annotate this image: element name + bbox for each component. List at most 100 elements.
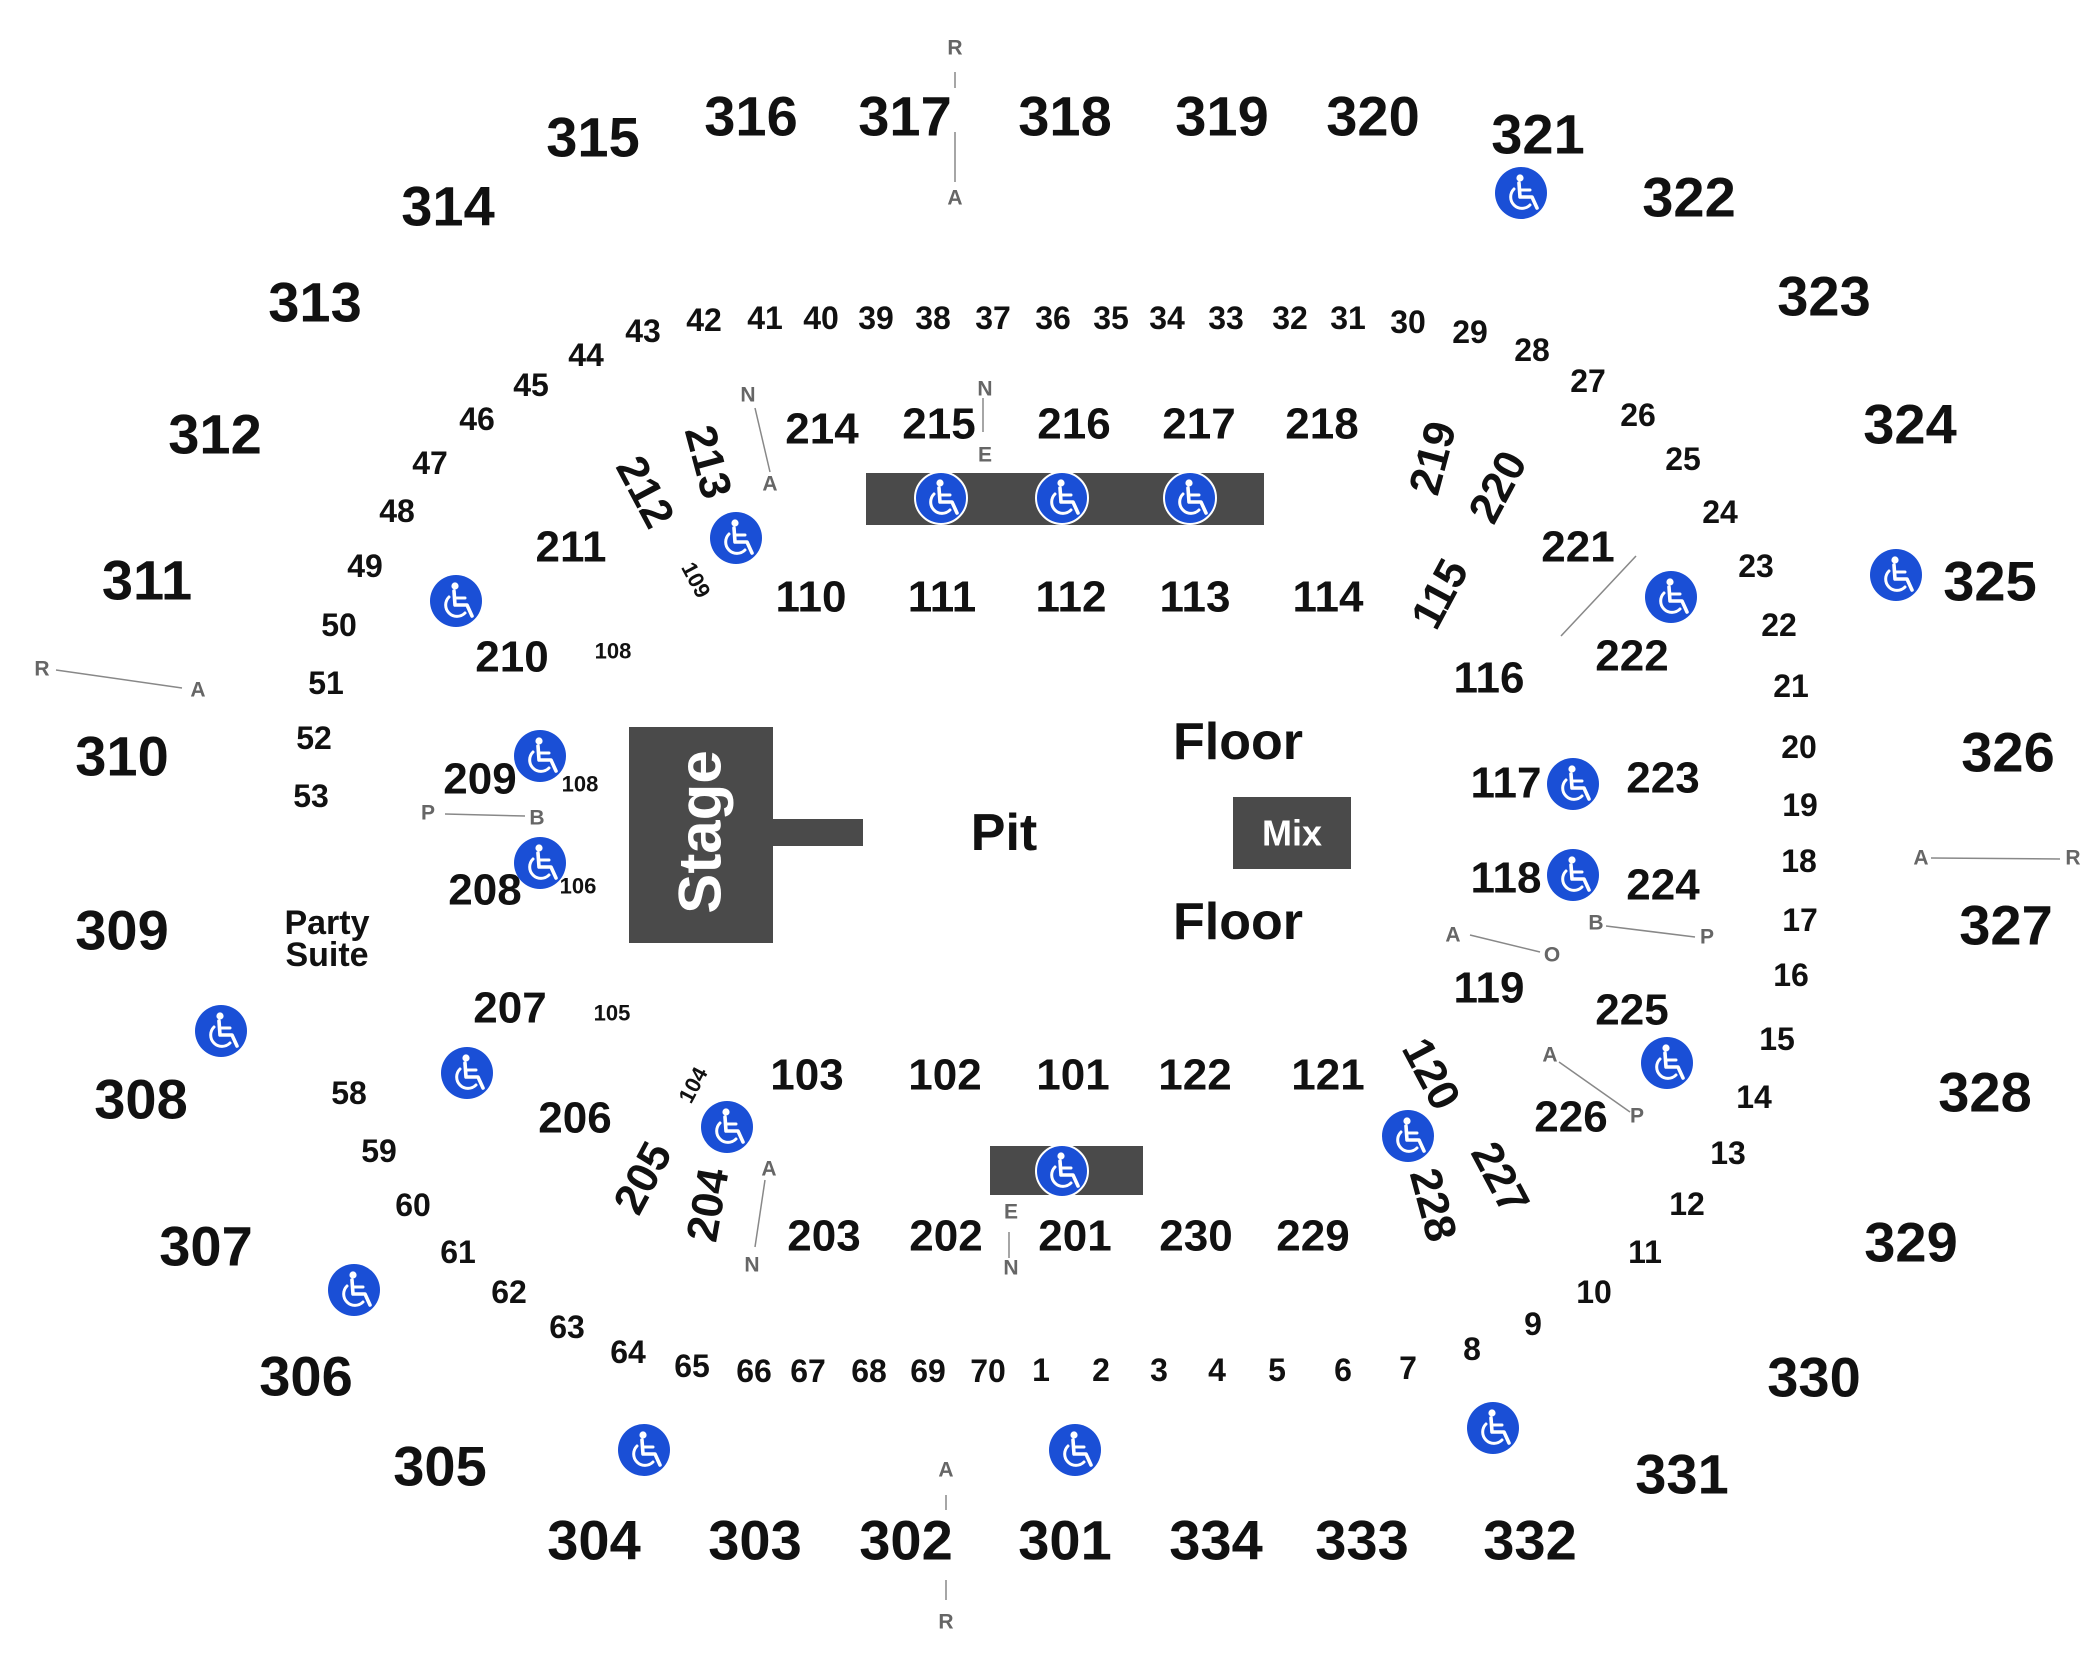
suite-5[interactable]: 5 <box>1268 1352 1286 1388</box>
section-110[interactable]: 110 <box>776 573 847 622</box>
section-104[interactable]: 104 <box>673 1062 713 1107</box>
section-303[interactable]: 303 <box>708 1509 801 1572</box>
suite-15[interactable]: 15 <box>1759 1021 1795 1057</box>
suite-47[interactable]: 47 <box>412 445 448 481</box>
section-313[interactable]: 313 <box>268 271 361 334</box>
suite-49[interactable]: 49 <box>347 548 383 584</box>
suite-19[interactable]: 19 <box>1782 787 1818 823</box>
wheelchair-icon[interactable] <box>1639 1035 1695 1091</box>
section-219[interactable]: 219 <box>1400 416 1466 500</box>
section-319[interactable]: 319 <box>1175 85 1268 148</box>
section-225[interactable]: 225 <box>1595 986 1668 1035</box>
section-209[interactable]: 209 <box>443 755 516 804</box>
section-216[interactable]: 216 <box>1037 400 1110 449</box>
section-308[interactable]: 308 <box>94 1068 187 1131</box>
suite-52[interactable]: 52 <box>296 720 332 756</box>
section-105[interactable]: 105 <box>594 1001 631 1026</box>
section-108-upper[interactable]: 108 <box>595 639 632 664</box>
suite-38[interactable]: 38 <box>915 300 951 336</box>
section-218[interactable]: 218 <box>1285 400 1358 449</box>
section-229[interactable]: 229 <box>1276 1212 1349 1261</box>
section-115[interactable]: 115 <box>1402 551 1479 637</box>
section-208[interactable]: 208 <box>448 866 521 915</box>
suite-4[interactable]: 4 <box>1208 1352 1226 1388</box>
suite-59[interactable]: 59 <box>361 1133 397 1169</box>
section-112[interactable]: 112 <box>1036 573 1107 622</box>
section-223[interactable]: 223 <box>1626 754 1699 803</box>
wheelchair-icon[interactable] <box>428 573 484 629</box>
section-118[interactable]: 118 <box>1471 854 1542 903</box>
section-228[interactable]: 228 <box>1400 1163 1466 1247</box>
section-316[interactable]: 316 <box>704 85 797 148</box>
section-217[interactable]: 217 <box>1162 400 1235 449</box>
suite-48[interactable]: 48 <box>379 493 415 529</box>
wheelchair-icon[interactable] <box>1162 470 1218 526</box>
suite-29[interactable]: 29 <box>1452 314 1488 350</box>
mix-position[interactable] <box>1233 797 1351 869</box>
suite-34[interactable]: 34 <box>1149 300 1185 336</box>
suite-45[interactable]: 45 <box>513 367 549 403</box>
suite-17[interactable]: 17 <box>1782 902 1818 938</box>
section-224[interactable]: 224 <box>1626 861 1700 910</box>
section-220[interactable]: 220 <box>1459 443 1537 531</box>
suite-3[interactable]: 3 <box>1150 1352 1168 1388</box>
suite-66[interactable]: 66 <box>736 1353 772 1389</box>
suite-51[interactable]: 51 <box>308 665 344 701</box>
suite-7[interactable]: 7 <box>1399 1350 1417 1386</box>
section-121[interactable]: 121 <box>1291 1051 1364 1100</box>
section-306[interactable]: 306 <box>259 1345 352 1408</box>
floor-label[interactable]: Floor <box>1173 893 1303 951</box>
suite-9[interactable]: 9 <box>1524 1306 1542 1342</box>
wheelchair-icon[interactable] <box>1034 1143 1090 1199</box>
suite-22[interactable]: 22 <box>1761 607 1797 643</box>
section-210[interactable]: 210 <box>475 633 548 682</box>
suite-70[interactable]: 70 <box>970 1353 1006 1389</box>
wheelchair-icon[interactable] <box>1545 756 1601 812</box>
section-212[interactable]: 212 <box>606 448 684 536</box>
suite-60[interactable]: 60 <box>395 1187 431 1223</box>
suite-41[interactable]: 41 <box>747 300 783 336</box>
section-103[interactable]: 103 <box>770 1051 843 1100</box>
wheelchair-icon[interactable] <box>1868 547 1924 603</box>
section-116[interactable]: 116 <box>1454 654 1525 703</box>
suite-64[interactable]: 64 <box>610 1334 646 1370</box>
wheelchair-icon[interactable] <box>699 1099 755 1155</box>
wheelchair-icon[interactable] <box>1380 1108 1436 1164</box>
suite-33[interactable]: 33 <box>1208 300 1244 336</box>
suite-26[interactable]: 26 <box>1620 397 1656 433</box>
section-309[interactable]: 309 <box>75 899 168 962</box>
section-328[interactable]: 328 <box>1938 1061 2031 1124</box>
suite-10[interactable]: 10 <box>1576 1274 1612 1310</box>
section-331[interactable]: 331 <box>1635 1443 1728 1506</box>
suite-62[interactable]: 62 <box>491 1274 527 1310</box>
section-323[interactable]: 323 <box>1777 265 1870 328</box>
section-318[interactable]: 318 <box>1018 85 1111 148</box>
section-324[interactable]: 324 <box>1863 393 1956 456</box>
section-322[interactable]: 322 <box>1642 166 1735 229</box>
section-305[interactable]: 305 <box>393 1435 486 1498</box>
wheelchair-icon[interactable] <box>913 470 969 526</box>
section-201[interactable]: 201 <box>1038 1212 1111 1261</box>
suite-25[interactable]: 25 <box>1665 441 1701 477</box>
wheelchair-icon[interactable] <box>439 1045 495 1101</box>
suite-42[interactable]: 42 <box>686 302 722 338</box>
section-311[interactable]: 311 <box>102 549 192 612</box>
section-211[interactable]: 211 <box>536 523 607 572</box>
wheelchair-icon[interactable] <box>326 1262 382 1318</box>
suite-39[interactable]: 39 <box>858 300 894 336</box>
suite-61[interactable]: 61 <box>440 1234 476 1270</box>
section-307[interactable]: 307 <box>159 1215 252 1278</box>
suite-44[interactable]: 44 <box>568 337 604 373</box>
suite-35[interactable]: 35 <box>1093 300 1129 336</box>
section-325[interactable]: 325 <box>1943 550 2036 613</box>
wheelchair-icon[interactable] <box>1034 470 1090 526</box>
section-205[interactable]: 205 <box>604 1134 682 1222</box>
wheelchair-icon[interactable] <box>616 1422 672 1478</box>
suite-69[interactable]: 69 <box>910 1353 946 1389</box>
wheelchair-icon[interactable] <box>1047 1422 1103 1478</box>
suite-24[interactable]: 24 <box>1702 494 1738 530</box>
wheelchair-icon[interactable] <box>1465 1400 1521 1456</box>
suite-58[interactable]: 58 <box>331 1075 367 1111</box>
section-312[interactable]: 312 <box>168 403 261 466</box>
suite-40[interactable]: 40 <box>803 300 839 336</box>
